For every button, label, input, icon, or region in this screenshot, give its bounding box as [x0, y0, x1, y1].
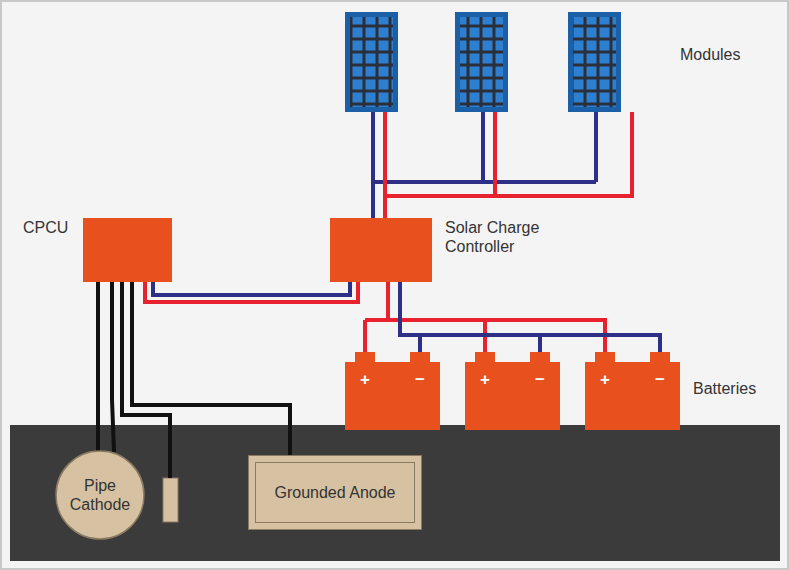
battery-wiring — [365, 282, 660, 352]
component-label: Batteries — [693, 379, 756, 398]
wire-connector — [98, 282, 114, 452]
circle-outline — [55, 450, 145, 540]
grounded-anode: Grounded Anode — [248, 455, 422, 530]
terminal-sign: + — [595, 370, 615, 389]
wire — [132, 282, 290, 455]
charge-controller-box: Solar Charge Controller — [330, 218, 432, 282]
wire-connector — [132, 282, 290, 455]
electrode-lead — [122, 282, 170, 478]
terminal-sign: − — [530, 370, 550, 389]
box-heading: CPCU — [23, 218, 68, 237]
ground-band — [10, 425, 780, 561]
box-heading: Solar Charge Controller — [445, 218, 557, 256]
node-text: Pipe Cathode — [62, 476, 138, 514]
cpcu-box: CPCU — [83, 218, 172, 282]
node-text: Grounded Anode — [275, 483, 396, 502]
reference-electrode — [163, 478, 178, 522]
wire — [153, 282, 350, 295]
terminal-sign: + — [475, 370, 495, 389]
wire — [96, 282, 100, 451]
pipe-cathode: Pipe Cathode — [55, 450, 145, 540]
solar-modules — [345, 12, 621, 112]
batteries — [345, 352, 680, 430]
terminal-sign: − — [410, 370, 430, 389]
wire — [145, 282, 358, 302]
component-label: Modules — [680, 45, 740, 64]
wire-connector — [145, 282, 358, 302]
wire — [112, 282, 114, 452]
module-wiring — [373, 112, 632, 218]
terminal-sign: + — [355, 370, 375, 389]
terminal-sign: − — [650, 370, 670, 389]
